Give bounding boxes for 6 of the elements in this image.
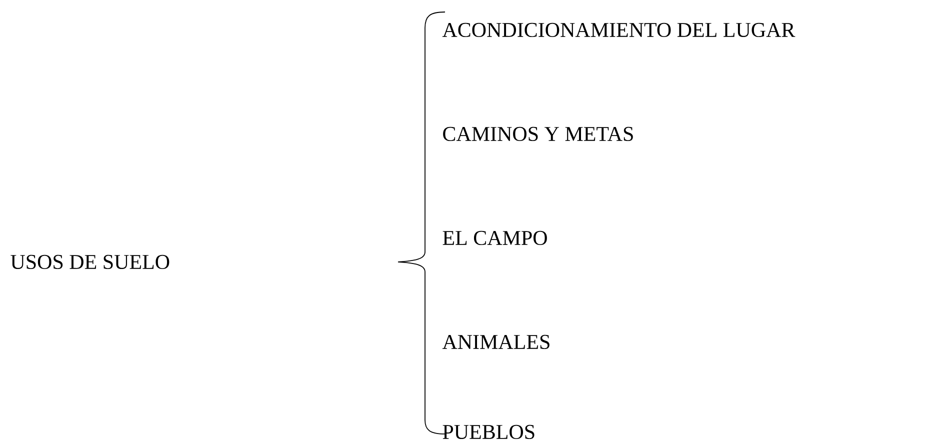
list-item: USOS DE SUELO (10, 254, 170, 270)
list-item: CAMINOS Y METAS (443, 126, 633, 142)
list-item: ANIMALES (442, 334, 550, 350)
list-item: ACONDICIONAMIENTO DEL LUGAR (442, 22, 796, 38)
list-item: EL CAMPO (442, 230, 547, 246)
list-item: PUEBLOS (442, 424, 534, 440)
